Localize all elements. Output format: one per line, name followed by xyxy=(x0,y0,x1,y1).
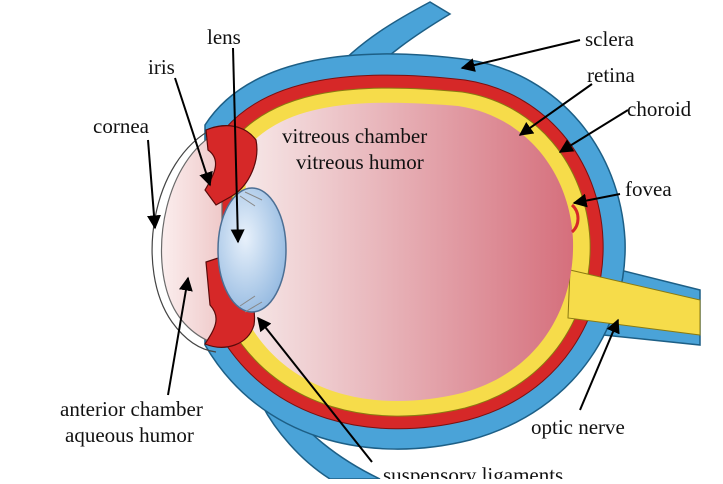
label-iris: iris xyxy=(148,55,175,79)
label-vitreous-chamber: vitreous chamber xyxy=(282,124,427,148)
label-lens: lens xyxy=(207,25,241,49)
label-fovea: fovea xyxy=(625,177,672,201)
label-aqueous-humor: aqueous humor xyxy=(65,423,194,447)
cornea-outer-edge xyxy=(151,127,217,353)
label-suspensory-ligaments: suspensory ligaments xyxy=(383,463,563,479)
label-pointers xyxy=(147,39,629,463)
label-optic-nerve: optic nerve xyxy=(531,415,625,439)
iris-upper xyxy=(204,125,258,206)
label-anterior-chamber: anterior chamber xyxy=(60,397,203,421)
label-vitreous-humor: vitreous humor xyxy=(296,150,424,174)
label-sclera: sclera xyxy=(585,27,635,51)
label-retina: retina xyxy=(587,63,635,87)
suspensory-ligaments-upper xyxy=(239,191,263,207)
cornea xyxy=(160,131,223,346)
suspensory-ligaments-lower xyxy=(239,295,263,313)
vitreous-body xyxy=(245,102,574,402)
optic-nerve xyxy=(567,269,701,336)
lens-body xyxy=(217,187,287,313)
label-choroid: choroid xyxy=(627,97,692,121)
label-cornea: cornea xyxy=(93,114,150,138)
